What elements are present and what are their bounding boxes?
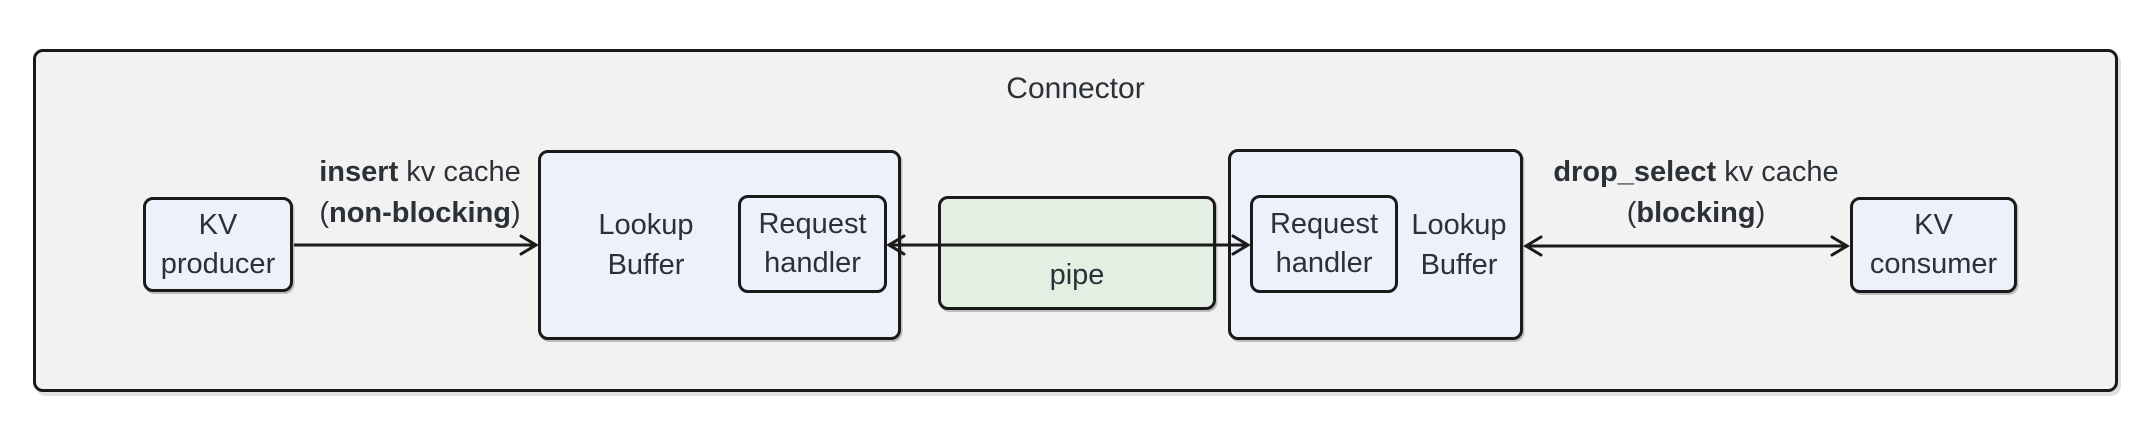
drop-select-keyword: drop_select [1553, 156, 1717, 188]
insert-edge-label-line1: insert kv cache [270, 152, 570, 193]
lookup-buffer-left-label-line2: Buffer [607, 249, 685, 281]
insert-paren-open: ( [319, 197, 329, 229]
drop-select-edge-label: drop_select kv cache (blocking) [1531, 152, 1861, 234]
insert-keyword: insert [319, 156, 399, 188]
drop-select-paren-close: ) [1755, 197, 1766, 229]
kv-producer-node: KV producer [143, 197, 293, 292]
request-handler-left-node: Request handler [738, 195, 887, 293]
lookup-buffer-right-label-line2: Buffer [1420, 248, 1498, 281]
drop-select-rest-text: kv cache [1716, 156, 1839, 188]
request-handler-right-label-line2: handler [1275, 247, 1373, 279]
insert-edge-label-line2: (non-blocking) [270, 193, 570, 234]
lookup-buffer-right-node: Request handler Lookup Buffer [1228, 149, 1523, 340]
lookup-buffer-right-label: Lookup Buffer [1398, 152, 1520, 337]
lookup-buffer-left-label-line1: Lookup [598, 209, 694, 241]
kv-consumer-label-line2: consumer [1869, 248, 1998, 280]
lookup-buffer-right-label-line1: Lookup [1411, 208, 1507, 241]
drop-select-paren-open: ( [1626, 197, 1637, 229]
insert-mode-keyword: non-blocking [328, 197, 512, 229]
insert-edge-label: insert kv cache (non-blocking) [270, 152, 570, 234]
pipe-node: pipe [938, 196, 1216, 310]
drop-select-edge-label-line1: drop_select kv cache [1531, 152, 1861, 193]
kv-producer-label-line1: KV [198, 208, 238, 241]
request-handler-left-label-line2: handler [764, 247, 861, 279]
request-handler-left-label-line1: Request [758, 208, 867, 240]
insert-paren-close: ) [511, 197, 521, 229]
lookup-buffer-left-label: Lookup Buffer [541, 153, 751, 337]
lookup-buffer-left-node: Lookup Buffer Request handler [538, 150, 901, 340]
kv-consumer-node: KV consumer [1850, 197, 2017, 293]
drop-select-edge-label-line2: (blocking) [1531, 193, 1861, 234]
request-handler-right-label-line1: Request [1269, 208, 1378, 240]
connector-title: Connector [1006, 72, 1145, 105]
kv-producer-label-line2: producer [160, 247, 276, 280]
kv-consumer-label-line1: KV [1914, 209, 1953, 241]
pipe-label: pipe [1049, 259, 1105, 291]
insert-rest-text: kv cache [398, 156, 521, 188]
request-handler-right-node: Request handler [1250, 195, 1398, 293]
drop-select-mode-keyword: blocking [1636, 197, 1756, 229]
